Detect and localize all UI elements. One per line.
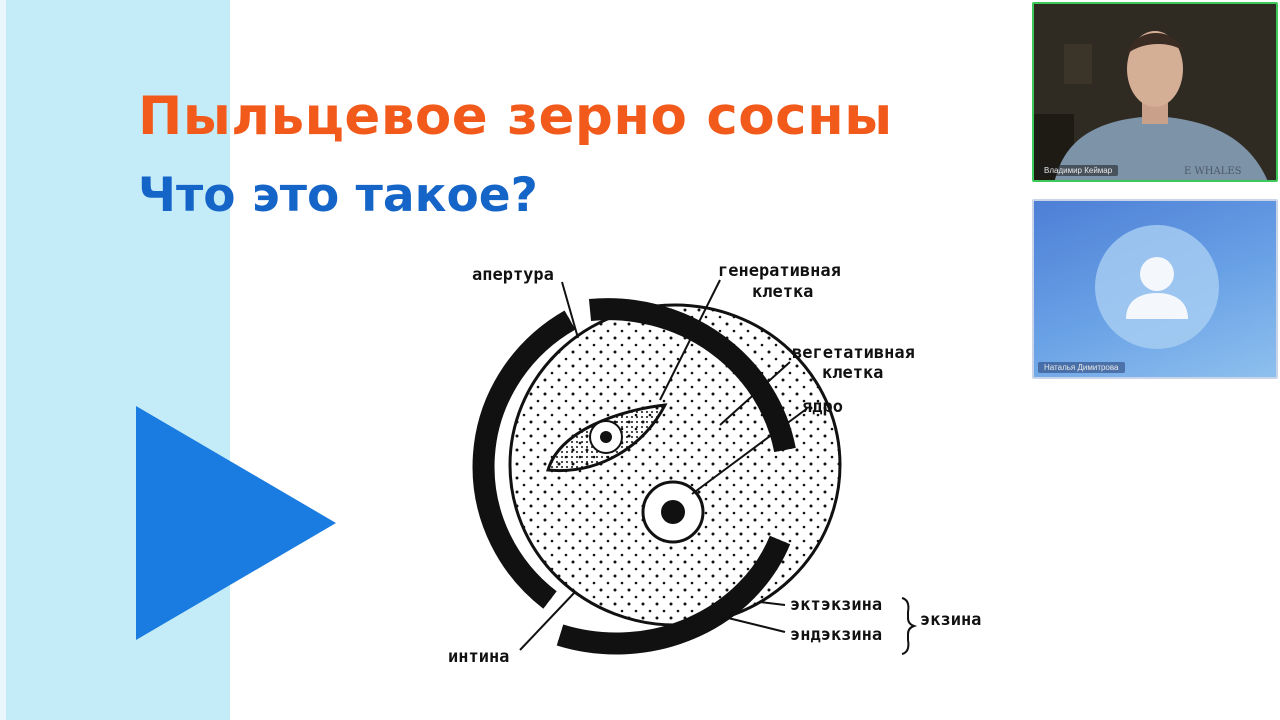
label-endexine: эндэкзина [790,625,882,645]
avatar-placeholder-icon [1095,225,1219,349]
participant-name-tag: Наталья Димитрова [1038,362,1125,373]
label-vegetative-1: вегетативная [792,343,915,363]
decorative-triangle-icon [136,406,336,640]
participant-name-tag: Владимир Кеймар [1038,165,1119,176]
participant-video-tile[interactable]: Наталья Димитрова [1032,199,1278,379]
label-ektexine: эктэкзина [790,595,882,615]
vegetative-cell [508,303,842,627]
slide-subtitle: Что это такое? [138,168,538,223]
slide-title: Пыльцевое зерно сосны [138,86,893,147]
exine-bracket [901,597,918,655]
shirt-print: E WHALES [1184,166,1242,177]
label-generative-2: клетка [752,282,813,302]
label-exine: экзина [920,610,981,630]
label-intine: интина [448,647,509,667]
label-generative-1: генеративная [718,261,841,281]
slide-edge [0,0,6,720]
label-nucleus: ядро [802,397,843,417]
participant-video-tile[interactable]: E WHALES Владимир Кеймар [1032,2,1278,182]
pollen-grain-diagram: апертура генеративная клетка вегетативна… [430,250,1030,680]
participant-camera-feed: E WHALES [1034,4,1276,180]
label-aperture: апертура [472,265,554,285]
label-vegetative-2: клетка [822,363,883,383]
